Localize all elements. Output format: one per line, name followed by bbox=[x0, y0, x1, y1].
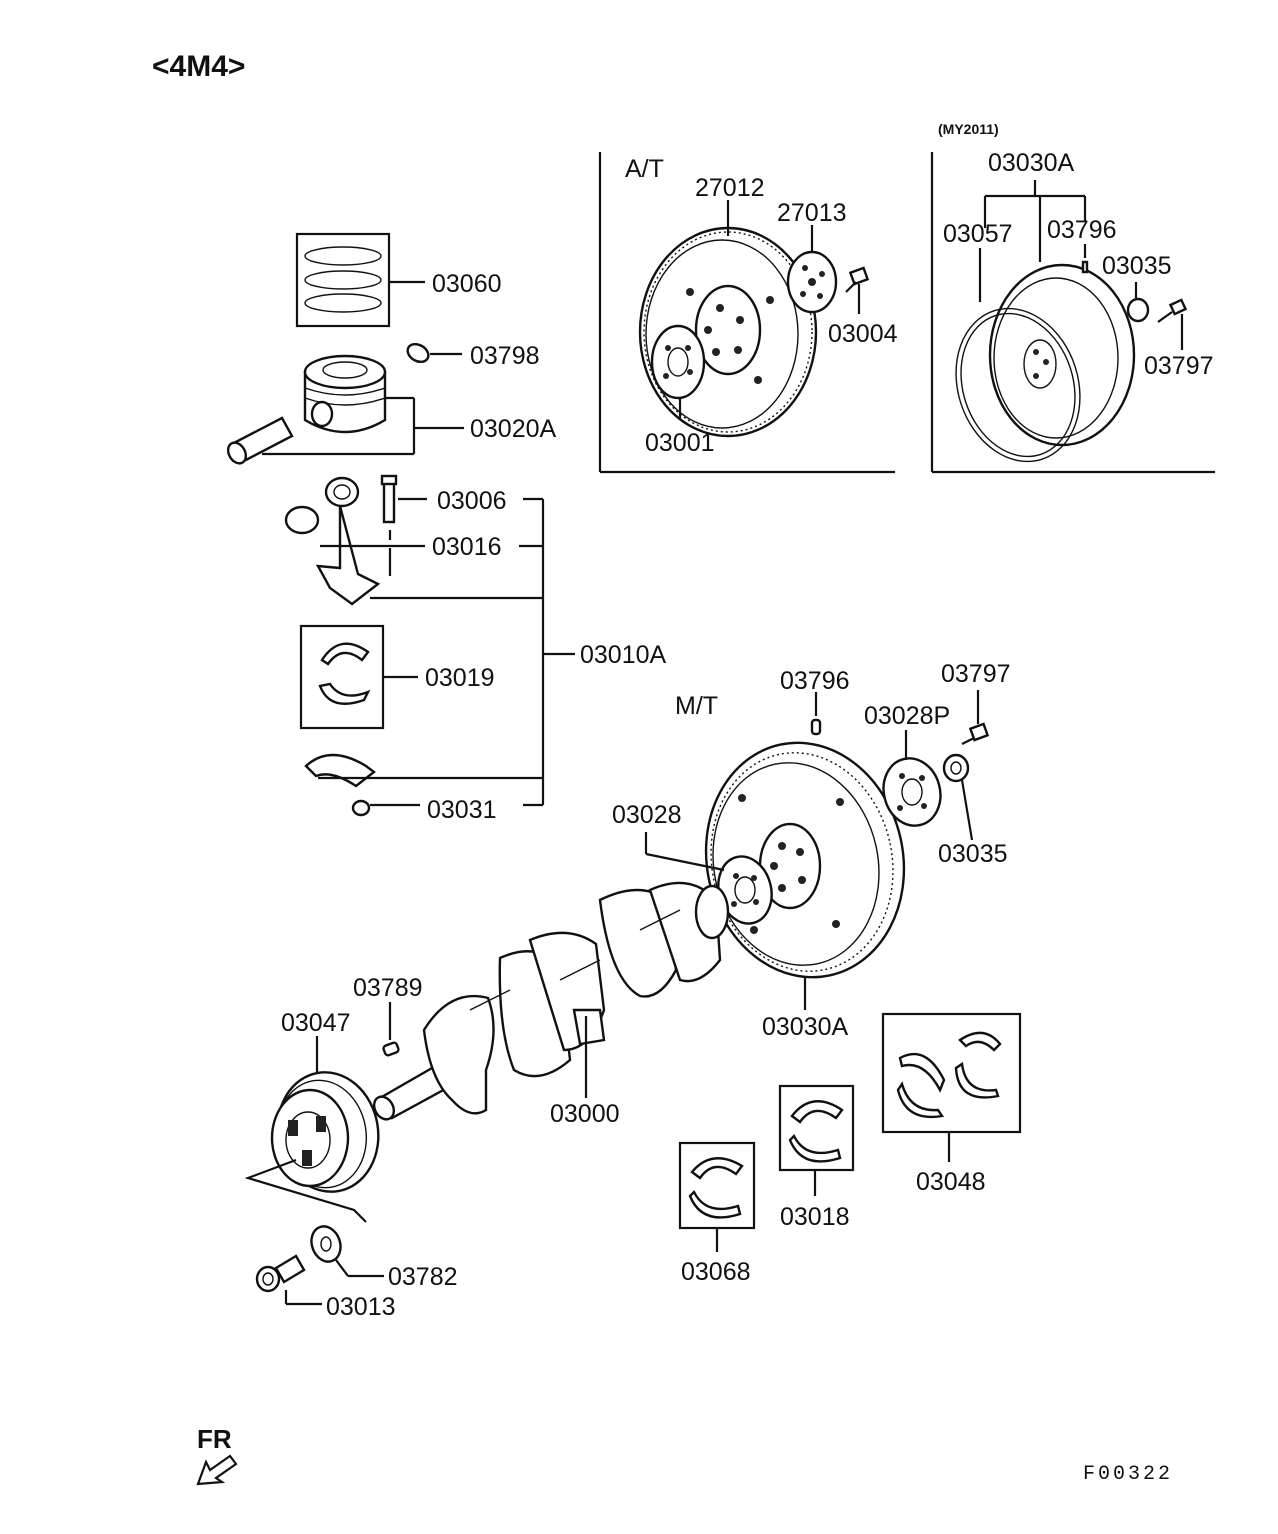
bolt-03004 bbox=[845, 266, 870, 293]
auto-trans-panel: A/T bbox=[598, 152, 898, 474]
piston-pin bbox=[226, 416, 294, 465]
bearing-03035 bbox=[942, 753, 974, 841]
snap-ring-03798 bbox=[406, 342, 462, 364]
thrust-washers-03048 bbox=[881, 1012, 1022, 1162]
label-03019: 03019 bbox=[425, 664, 495, 692]
label-03782: 03782 bbox=[388, 1263, 458, 1291]
label-03031: 03031 bbox=[427, 796, 497, 824]
label-03057: 03057 bbox=[943, 220, 1013, 248]
pin-03796-top bbox=[1081, 260, 1089, 274]
connecting-rod-03010A bbox=[284, 474, 575, 805]
label-03797: 03797 bbox=[941, 660, 1011, 688]
label-03001: 03001 bbox=[645, 429, 715, 457]
pulley-bolt-leader bbox=[244, 1158, 367, 1223]
label-03796: 03796 bbox=[780, 667, 850, 695]
label-27013: 27013 bbox=[777, 199, 847, 227]
label-03030A-top: 03030A bbox=[988, 149, 1075, 177]
diagram-title: <4M4> bbox=[152, 50, 245, 83]
label-03028: 03028 bbox=[612, 801, 682, 829]
label-27012: 27012 bbox=[695, 174, 765, 202]
piston-03020A bbox=[262, 354, 464, 456]
label-03796-top: 03796 bbox=[1047, 216, 1117, 244]
crankshaft-03000 bbox=[372, 881, 730, 1121]
label-03797-top: 03797 bbox=[1144, 352, 1214, 380]
bolt-03013 bbox=[255, 1254, 322, 1306]
label-03028P: 03028P bbox=[864, 702, 950, 730]
label-03000: 03000 bbox=[550, 1100, 620, 1128]
label-03016: 03016 bbox=[432, 533, 502, 561]
label-03006: 03006 bbox=[437, 487, 507, 515]
pulley-03047 bbox=[270, 1036, 380, 1193]
rod-bearing-03019 bbox=[299, 624, 418, 730]
label-03048: 03048 bbox=[916, 1168, 986, 1196]
label-03047: 03047 bbox=[281, 1009, 351, 1037]
washer-03782 bbox=[310, 1225, 384, 1278]
auto-trans-label: A/T bbox=[625, 155, 664, 183]
flywheel-03030A-top bbox=[988, 263, 1136, 447]
bolt-03797-top bbox=[1157, 298, 1188, 323]
front-direction-label: FR bbox=[197, 1424, 232, 1454]
nut-03031 bbox=[351, 799, 420, 817]
rod-cap bbox=[304, 753, 543, 788]
manual-trans-label: M/T bbox=[675, 692, 718, 720]
bearing-03035-top bbox=[1126, 297, 1150, 323]
label-03068: 03068 bbox=[681, 1258, 751, 1286]
key-03789 bbox=[382, 1002, 400, 1057]
model-year-label: (MY2011) bbox=[938, 121, 999, 137]
label-03789: 03789 bbox=[353, 974, 423, 1002]
label-03013: 03013 bbox=[326, 1293, 396, 1321]
pin-03796 bbox=[810, 692, 822, 736]
main-bearing-03068 bbox=[678, 1141, 756, 1252]
label-03035: 03035 bbox=[938, 840, 1008, 868]
label-03020A: 03020A bbox=[470, 415, 557, 443]
label-03018: 03018 bbox=[780, 1203, 850, 1231]
label-03010A: 03010A bbox=[580, 641, 667, 669]
main-bearing-03018 bbox=[778, 1084, 855, 1196]
front-arrow-icon bbox=[196, 1454, 238, 1486]
label-03030A: 03030A bbox=[762, 1013, 849, 1041]
label-03060: 03060 bbox=[432, 270, 502, 298]
plate-03028P bbox=[882, 730, 942, 827]
label-03798: 03798 bbox=[470, 342, 540, 370]
piston-rings-03060 bbox=[295, 232, 425, 328]
plate-27013 bbox=[786, 250, 838, 314]
my2011-panel: (MY2011) 03030A 03057 037 bbox=[930, 121, 1215, 474]
bolt-03797 bbox=[961, 690, 990, 745]
adapter-plate-03001 bbox=[650, 324, 706, 400]
label-03035-top: 03035 bbox=[1102, 252, 1172, 280]
figure-code: F00322 bbox=[1083, 1463, 1173, 1486]
flywheel-03030A bbox=[704, 741, 906, 1010]
ring-gear-03057 bbox=[955, 307, 1081, 463]
label-03004: 03004 bbox=[828, 320, 898, 348]
